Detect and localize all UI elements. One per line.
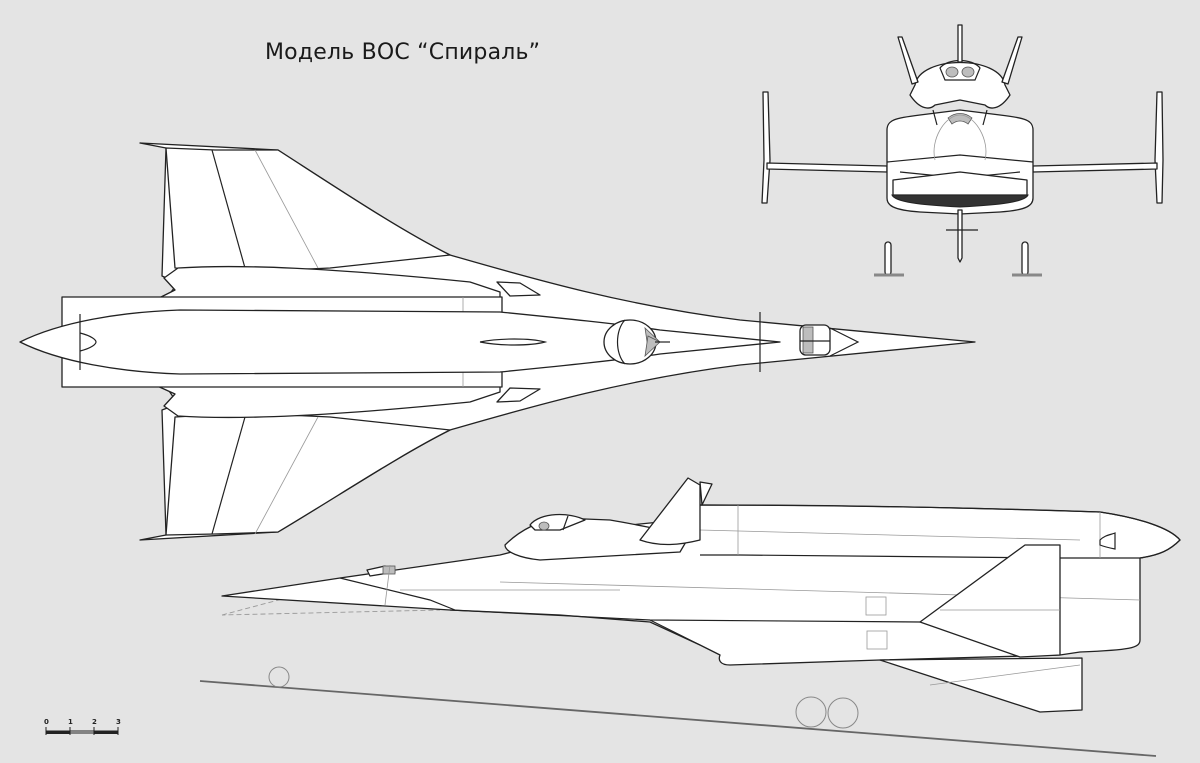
ground-line xyxy=(199,680,1157,757)
side-view xyxy=(199,477,1181,757)
front-view xyxy=(761,24,1164,277)
scale-label-1: 1 xyxy=(68,718,73,726)
scale-label-3: 3 xyxy=(116,718,121,726)
scale-bar xyxy=(45,727,119,735)
drawing-title: Модель ВОС “Спираль” xyxy=(265,40,541,65)
scale-label-2: 2 xyxy=(92,718,97,726)
scale-label-0: 0 xyxy=(44,718,49,726)
top-view xyxy=(19,142,976,541)
